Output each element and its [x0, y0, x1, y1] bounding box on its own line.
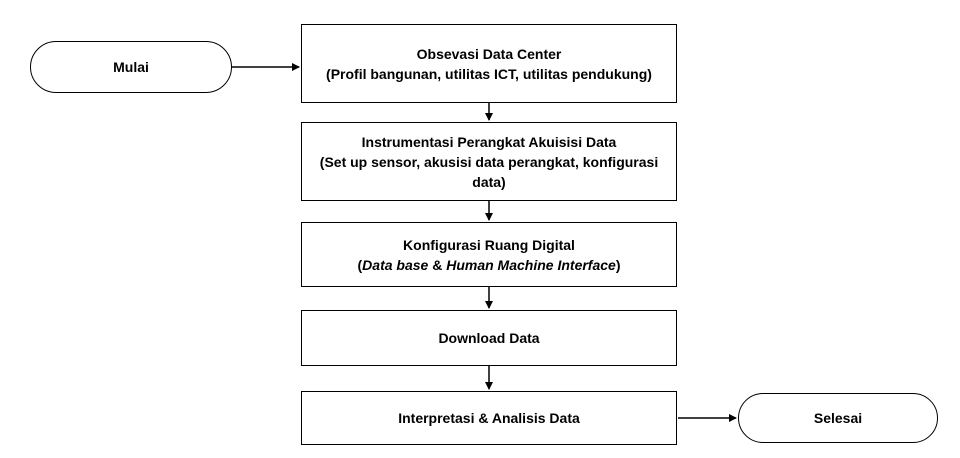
step-4-box: Download Data	[301, 310, 677, 366]
step-3-subtitle-hmi: Human Machine Interface	[446, 256, 616, 273]
step-3-title: Konfigurasi Ruang Digital	[403, 236, 575, 253]
step-5-title: Interpretasi & Analisis Data	[398, 410, 580, 426]
step-3-subtitle: (Data base & Human Machine Interface)	[358, 255, 621, 275]
step-1-subtitle: (Profil bangunan, utilitas ICT, utilitas…	[326, 65, 652, 82]
step-3-subtitle-amp: &	[428, 256, 447, 273]
start-label: Mulai	[113, 59, 149, 75]
step-1-box: Obsevasi Data Center (Profil bangunan, u…	[301, 24, 677, 103]
step-2-subtitle-line-1: (Set up sensor, akusisi data perangkat, …	[319, 153, 659, 170]
step-3-subtitle-database: Data base	[362, 256, 429, 273]
start-terminal: Mulai	[30, 41, 232, 93]
step-2-subtitle-line-2: data)	[472, 173, 506, 190]
end-terminal: Selesai	[738, 393, 938, 443]
end-label: Selesai	[813, 410, 863, 426]
step-1-title: Obsevasi Data Center	[416, 45, 562, 62]
step-5-box: Interpretasi & Analisis Data	[301, 391, 677, 445]
step-3-subtitle-open: (	[357, 256, 363, 273]
step-2-box: Instrumentasi Perangkat Akuisisi Data (S…	[301, 122, 677, 201]
step-3-box: Konfigurasi Ruang Digital (Data base & H…	[301, 222, 677, 287]
step-4-title: Download Data	[438, 330, 540, 346]
step-2-title: Instrumentasi Perangkat Akuisisi Data	[361, 133, 617, 150]
step-3-subtitle-close: )	[615, 256, 621, 273]
